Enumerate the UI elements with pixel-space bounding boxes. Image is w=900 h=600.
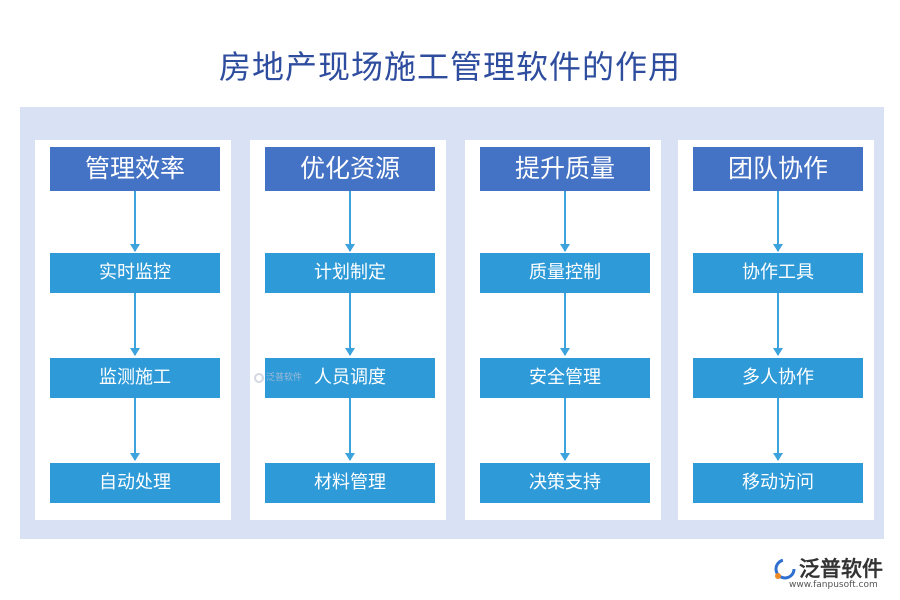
watermark: 泛普软件 bbox=[254, 370, 302, 383]
column-header: 优化资源 bbox=[265, 147, 435, 191]
column-header: 管理效率 bbox=[50, 147, 220, 191]
column-header: 提升质量 bbox=[480, 147, 650, 191]
arrow-connector bbox=[130, 398, 140, 461]
arrow-connector bbox=[130, 191, 140, 252]
column-item: 多人协作 bbox=[693, 358, 863, 398]
column-improve-quality: 提升质量 质量控制 安全管理 决策支持 bbox=[465, 140, 661, 520]
arrow-connector bbox=[345, 398, 355, 461]
column-item: 自动处理 bbox=[50, 463, 220, 503]
column-item: 计划制定 bbox=[265, 253, 435, 293]
page-title: 房地产现场施工管理软件的作用 bbox=[218, 48, 681, 86]
column-item: 安全管理 bbox=[480, 358, 650, 398]
arrow-connector bbox=[560, 293, 570, 356]
arrow-connector bbox=[130, 293, 140, 356]
arrow-connector bbox=[773, 398, 783, 461]
column-item: 决策支持 bbox=[480, 463, 650, 503]
arrow-connector bbox=[345, 191, 355, 252]
column-item: 人员调度 bbox=[265, 358, 435, 398]
column-header: 团队协作 bbox=[693, 147, 863, 191]
arrow-connector bbox=[773, 191, 783, 252]
column-item: 监测施工 bbox=[50, 358, 220, 398]
watermark-logo-icon bbox=[254, 372, 264, 383]
column-item: 协作工具 bbox=[693, 253, 863, 293]
column-optimize-resources: 优化资源 计划制定 人员调度 材料管理 bbox=[250, 140, 446, 520]
logo-url: www.fanpusoft.com bbox=[789, 580, 878, 590]
column-management-efficiency: 管理效率 实时监控 监测施工 自动处理 bbox=[35, 140, 231, 520]
column-item: 移动访问 bbox=[693, 463, 863, 503]
column-item: 实时监控 bbox=[50, 253, 220, 293]
arrow-connector bbox=[560, 191, 570, 252]
arrow-connector bbox=[560, 398, 570, 461]
column-team-collaboration: 团队协作 协作工具 多人协作 移动访问 bbox=[678, 140, 874, 520]
arrow-connector bbox=[345, 293, 355, 356]
watermark-text: 泛普软件 bbox=[266, 373, 303, 383]
column-item: 质量控制 bbox=[480, 253, 650, 293]
logo-name: 泛普软件 bbox=[799, 557, 883, 581]
column-item: 材料管理 bbox=[265, 463, 435, 503]
arrow-connector bbox=[773, 293, 783, 356]
fanpu-logo-icon bbox=[774, 558, 796, 580]
brand-logo: 泛普软件 www.fanpusoft.com bbox=[773, 553, 893, 593]
